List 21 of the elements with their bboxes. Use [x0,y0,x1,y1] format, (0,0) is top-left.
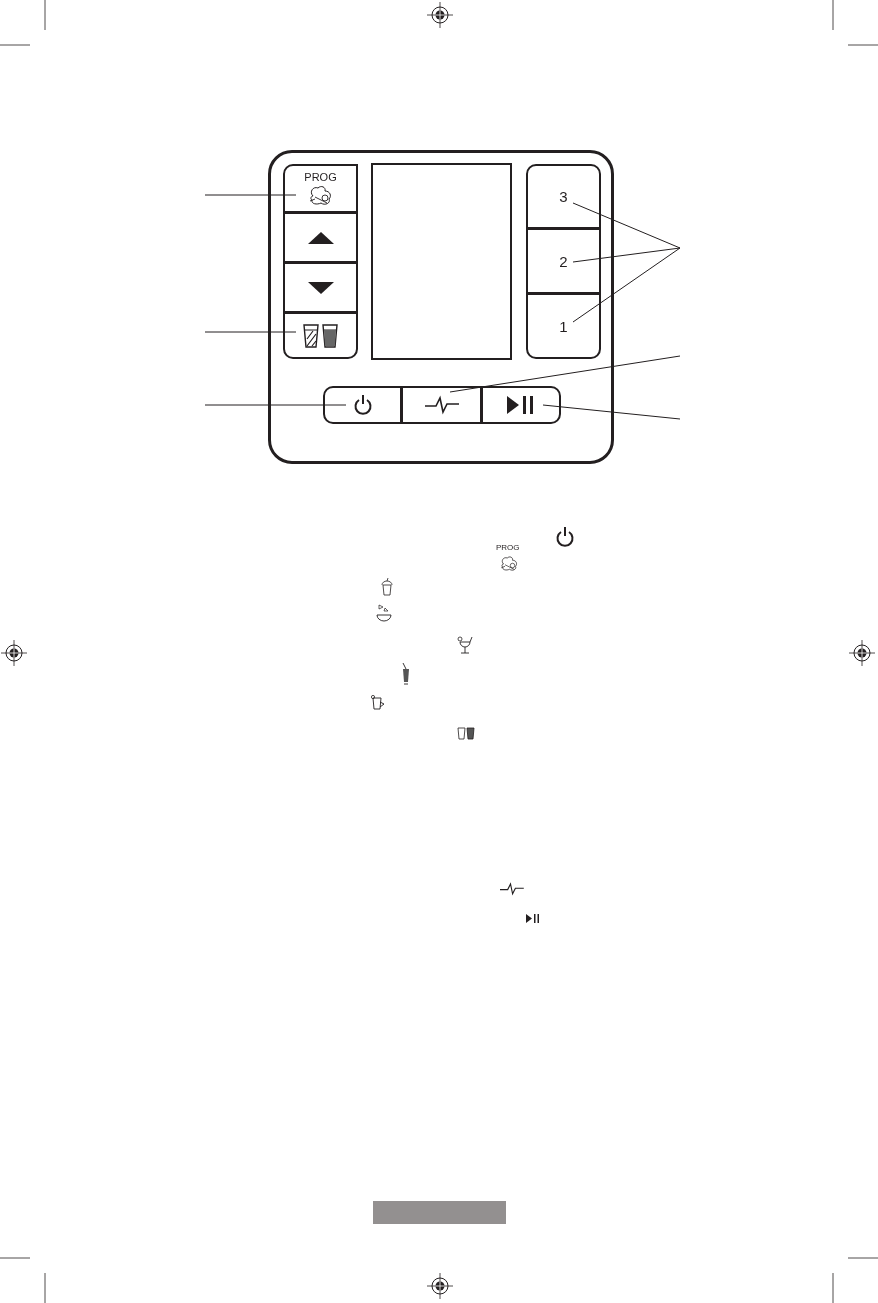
speed-button: 3 [526,164,601,229]
leader-line [572,247,681,323]
leader-line [542,404,681,420]
power-button [323,386,402,424]
leader-line [204,404,347,406]
cups-button [283,312,358,359]
speed-button: 2 [526,228,601,294]
control-panel [268,150,614,464]
pulse-button [401,386,482,424]
down-button [283,262,358,313]
display-screen [371,163,512,360]
leader-line [204,331,297,333]
speed-button: 1 [526,293,601,359]
leader-line [572,202,681,249]
leader-line [449,355,681,393]
up-button [283,212,358,263]
icon-caption: PROG [496,544,520,552]
play-pause-button [481,386,561,424]
leader-line [204,194,297,196]
leader-line [572,247,681,263]
program-button: PROG [283,164,358,213]
